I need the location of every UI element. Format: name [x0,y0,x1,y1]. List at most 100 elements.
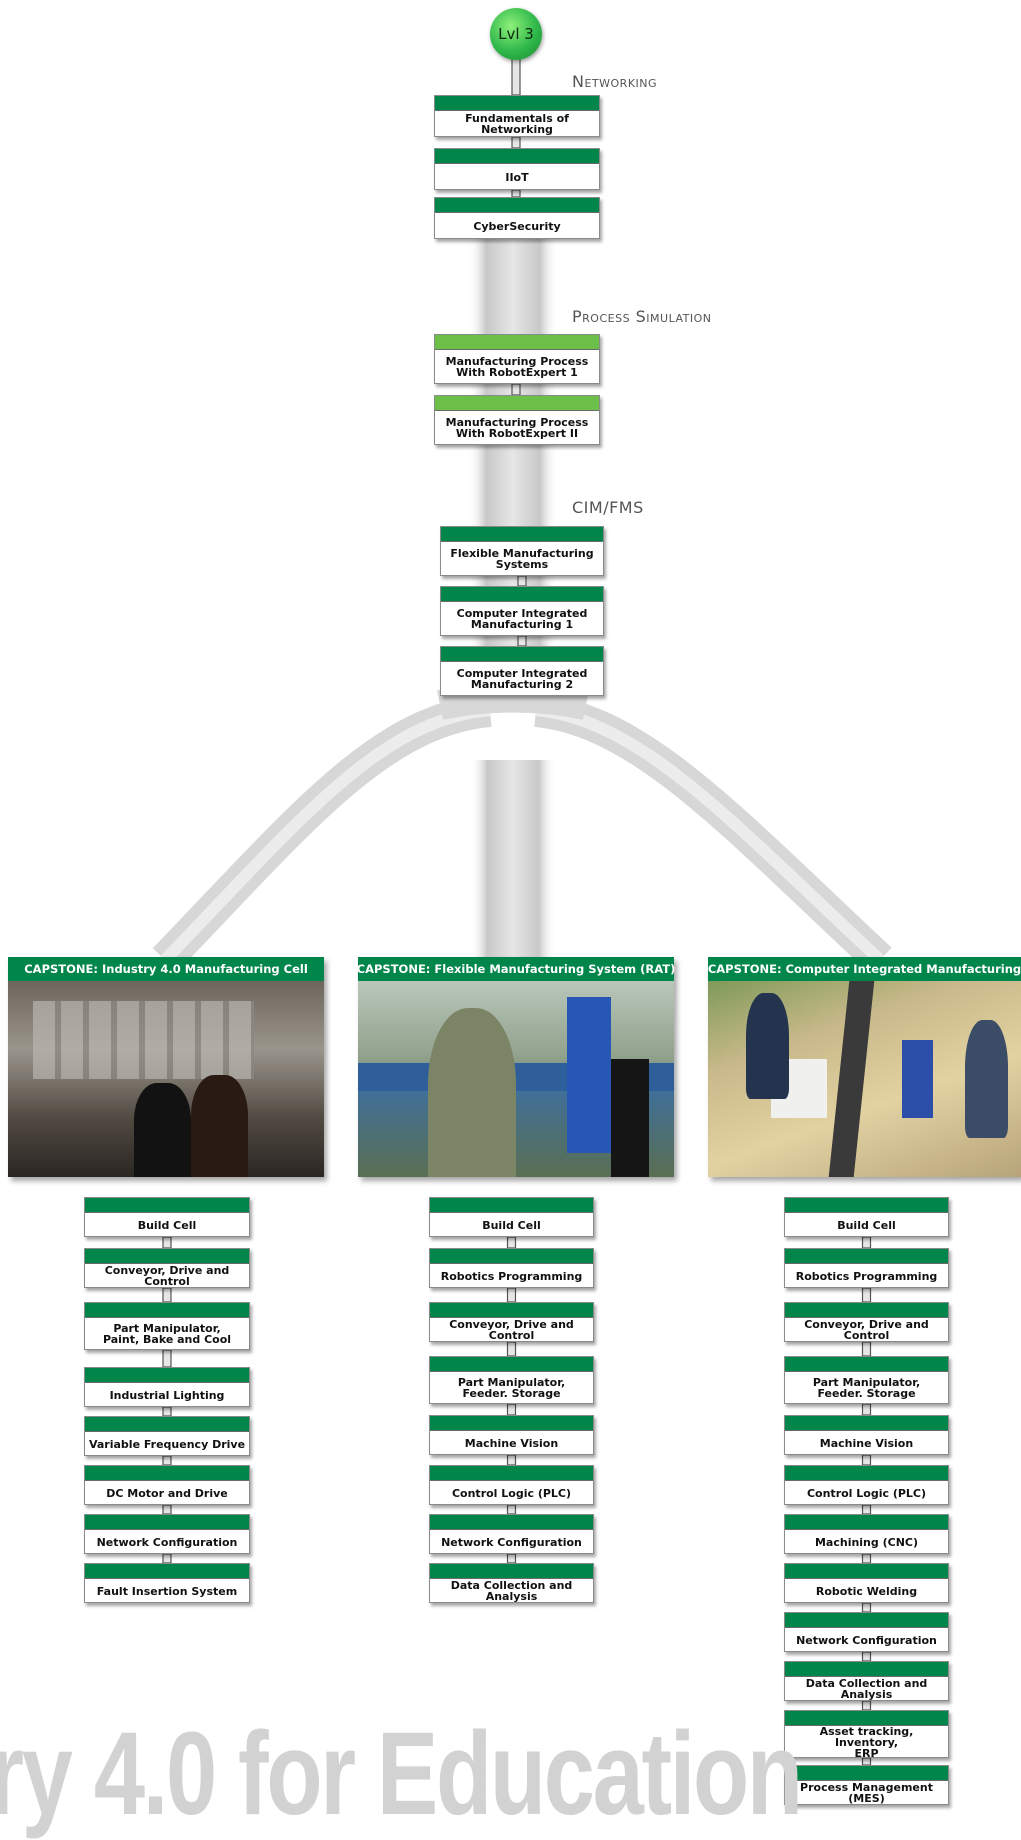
course-card-label: Manufacturing Process With RobotExpert I… [445,416,589,440]
connector-link [861,1553,872,1564]
course-card-band [785,1711,948,1726]
capstone-photo-cim-lab [708,981,1021,1177]
course-card-band [430,1198,593,1213]
connector-link [861,1700,872,1711]
course-card: IIoT [434,148,600,190]
course-card: Computer Integrated Manufacturing 2 [440,646,604,696]
course-card-band [430,1466,593,1481]
course-card: DC Motor and Drive [84,1465,250,1505]
course-card-label: Machine Vision [464,1436,559,1450]
course-card-label: Conveyor, Drive and Control [104,1264,230,1288]
connector-link [162,1236,172,1249]
connector-link [517,575,527,587]
course-card-label: Manufacturing Process With RobotExpert 1 [445,355,589,379]
connector-link [162,1287,172,1303]
connector-link [861,1341,872,1357]
course-card: Data Collection and Analysis [429,1563,594,1603]
course-card-label: Network Configuration [441,1535,582,1549]
course-card-label: IIoT [505,170,529,184]
connector-link [511,136,521,149]
course-card: Computer Integrated Manufacturing 1 [440,586,604,636]
course-card-label: Industrial Lighting [109,1388,225,1402]
course-card: Conveyor, Drive and Control [429,1302,594,1342]
course-card-band [435,96,599,111]
course-card-band [85,1368,249,1383]
course-card-label: Asset tracking, Inventory, ERP [819,1724,914,1760]
course-card-label: Machining (CNC) [814,1535,919,1549]
connector-link [511,57,521,96]
connector-link [506,1504,517,1515]
course-card-band [85,1417,249,1432]
capstone-title: CAPSTONE: Flexible Manufacturing System … [357,957,675,981]
course-card: Industrial Lighting [84,1367,250,1407]
course-card-label: Flexible Manufacturing Systems [450,547,594,571]
course-card-band [435,198,599,213]
connector-link [517,635,527,647]
connector-link [506,1454,517,1466]
course-card-label: Part Manipulator, Feeder. Storage [812,1376,921,1400]
course-card-label: Part Manipulator, Feeder. Storage [457,1376,566,1400]
course-card: Build Cell [784,1197,949,1237]
course-card-label: Computer Integrated Manufacturing 1 [456,607,588,631]
course-card-band [430,1249,593,1264]
connector-link [511,189,521,198]
course-card-band [85,1515,249,1530]
course-card-band [85,1198,249,1213]
right-branch-path [534,693,892,973]
connector-link [861,1602,872,1613]
capstone-industry-4-panel: CAPSTONE: Industry 4.0 Manufacturing Cel… [8,957,324,1177]
course-card-band [785,1466,948,1481]
left-branch-highlight [160,704,491,965]
course-card-band [785,1249,948,1264]
course-card: Fault Insertion System [84,1563,250,1603]
course-card-band [430,1515,593,1530]
course-card-band [785,1766,948,1781]
course-card-label: Control Logic (PLC) [451,1486,572,1500]
course-card: Manufacturing Process With RobotExpert 1 [434,334,600,384]
section-networking: Networking [572,72,658,91]
course-card: Network Configuration [784,1612,949,1652]
course-card-label: Process Management (MES) [800,1781,933,1805]
course-card-label: Robotic Welding [815,1584,918,1598]
course-card-band [785,1515,948,1530]
section-process-simulation: Process Simulation [572,307,712,326]
course-card-band [430,1303,593,1318]
course-card-label: Build Cell [837,1218,896,1232]
course-card-band [430,1416,593,1431]
course-card: Part Manipulator, Feeder. Storage [784,1356,949,1404]
course-card-label: Fundamentals of Networking [465,112,569,136]
junction-path [436,682,590,720]
connector-link [162,1406,172,1417]
course-card: Part Manipulator, Paint, Bake and Cool [84,1302,250,1350]
connector-link [506,1287,517,1303]
capstone-title: CAPSTONE: Computer Integrated Manufactur… [708,957,1021,981]
course-card-label: Robotics Programming [440,1269,583,1283]
connector-link [861,1287,872,1303]
course-card: Build Cell [429,1197,594,1237]
course-card: Control Logic (PLC) [429,1465,594,1505]
course-card: Variable Frequency Drive [84,1416,250,1456]
course-card-label: Network Configuration [796,1633,937,1647]
course-card: Conveyor, Drive and Control [84,1248,250,1288]
course-card-band [785,1357,948,1372]
course-card: Network Configuration [84,1514,250,1554]
course-card: Build Cell [84,1197,250,1237]
course-card-label: DC Motor and Drive [106,1486,228,1500]
course-card-band [441,527,603,542]
course-card-label: Data Collection and Analysis [805,1677,928,1701]
course-card: Fundamentals of Networking [434,95,600,137]
connector-link [506,1236,517,1249]
course-card-band [430,1564,593,1579]
center-branch-path [470,760,556,960]
course-card: Machine Vision [429,1415,594,1455]
course-card: Manufacturing Process With RobotExpert I… [434,395,600,445]
course-card-band [785,1416,948,1431]
course-card-label: Fault Insertion System [96,1584,238,1598]
course-card: Network Configuration [429,1514,594,1554]
connector-link [861,1236,872,1249]
course-card-band [441,647,603,662]
connector-link [506,1403,517,1416]
course-card: Data Collection and Analysis [784,1661,949,1701]
course-card-band [85,1564,249,1579]
